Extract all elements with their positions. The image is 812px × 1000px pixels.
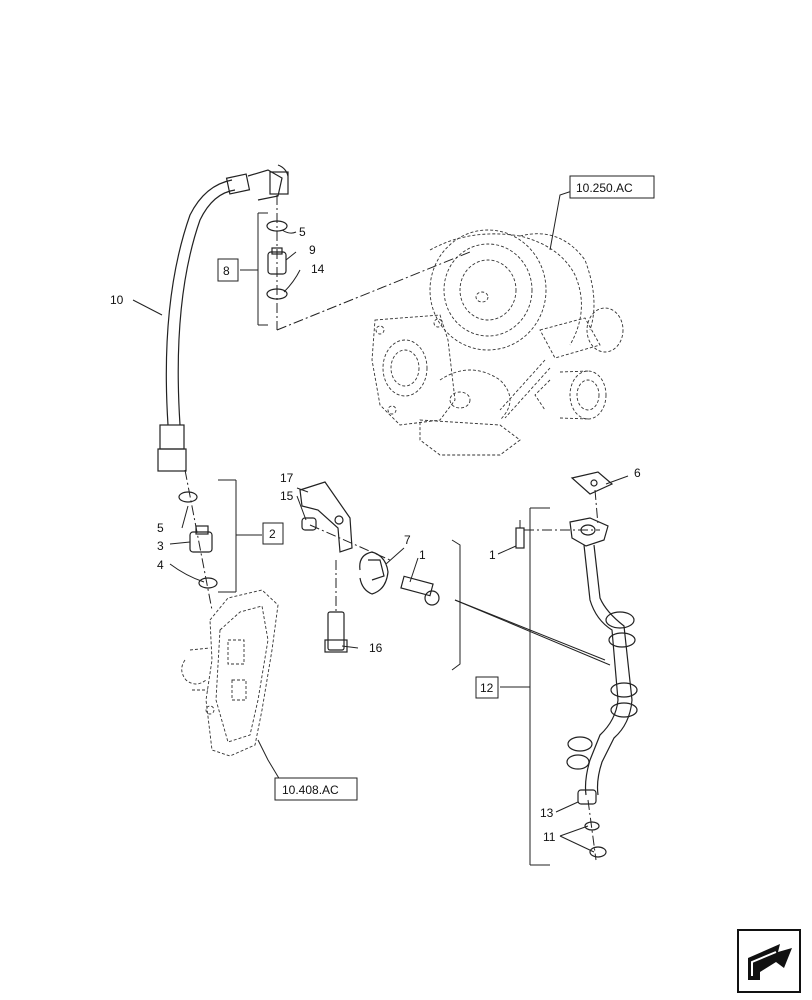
- callout-5-top: 5: [299, 225, 306, 239]
- callout-14: 14: [311, 262, 325, 276]
- reference-turbo[interactable]: 10.250.AC: [569, 175, 655, 199]
- callout-15: 15: [280, 489, 294, 503]
- callout-9: 9: [309, 243, 316, 257]
- reference-block-label[interactable]: 10.408.AC: [282, 783, 339, 797]
- group-8-label: 8: [223, 264, 230, 278]
- group-12-label: 12: [480, 681, 494, 695]
- oil-drain-tube: [451, 471, 638, 866]
- bracket-clamp-set: [299, 481, 440, 653]
- callout-16: 16: [369, 641, 383, 655]
- callout-7: 7: [404, 533, 411, 547]
- callout-1-clamp: 1: [419, 548, 426, 562]
- callout-10: 10: [110, 293, 124, 307]
- group-2-label: 2: [269, 527, 276, 541]
- callout-11: 11: [543, 830, 556, 844]
- callout-1-drain: 1: [489, 548, 496, 562]
- lower-fitting-set: [178, 479, 262, 593]
- callout-17: 17: [280, 471, 294, 485]
- callout-13: 13: [540, 806, 554, 820]
- engine-block-illustration: [181, 589, 279, 757]
- callout-3: 3: [157, 539, 164, 553]
- reference-turbo-label[interactable]: 10.250.AC: [576, 181, 633, 195]
- reference-block[interactable]: 10.408.AC: [274, 777, 358, 801]
- group-boxes: 8 2 12: [217, 258, 499, 699]
- upper-fitting-set: [240, 212, 288, 326]
- callout-6: 6: [634, 466, 641, 480]
- oil-feed-pipe: [157, 164, 289, 472]
- centerlines: [184, 195, 600, 861]
- callout-labels: 10 5 9 14 5 3 4 17 15 16 7 1 1 6 13 11: [110, 225, 641, 844]
- callout-4: 4: [157, 558, 164, 572]
- callout-leaders: [132, 189, 629, 853]
- turbocharger-illustration: [371, 229, 624, 456]
- callout-5-bottom: 5: [157, 521, 164, 535]
- next-page-arrow-icon[interactable]: [737, 929, 801, 993]
